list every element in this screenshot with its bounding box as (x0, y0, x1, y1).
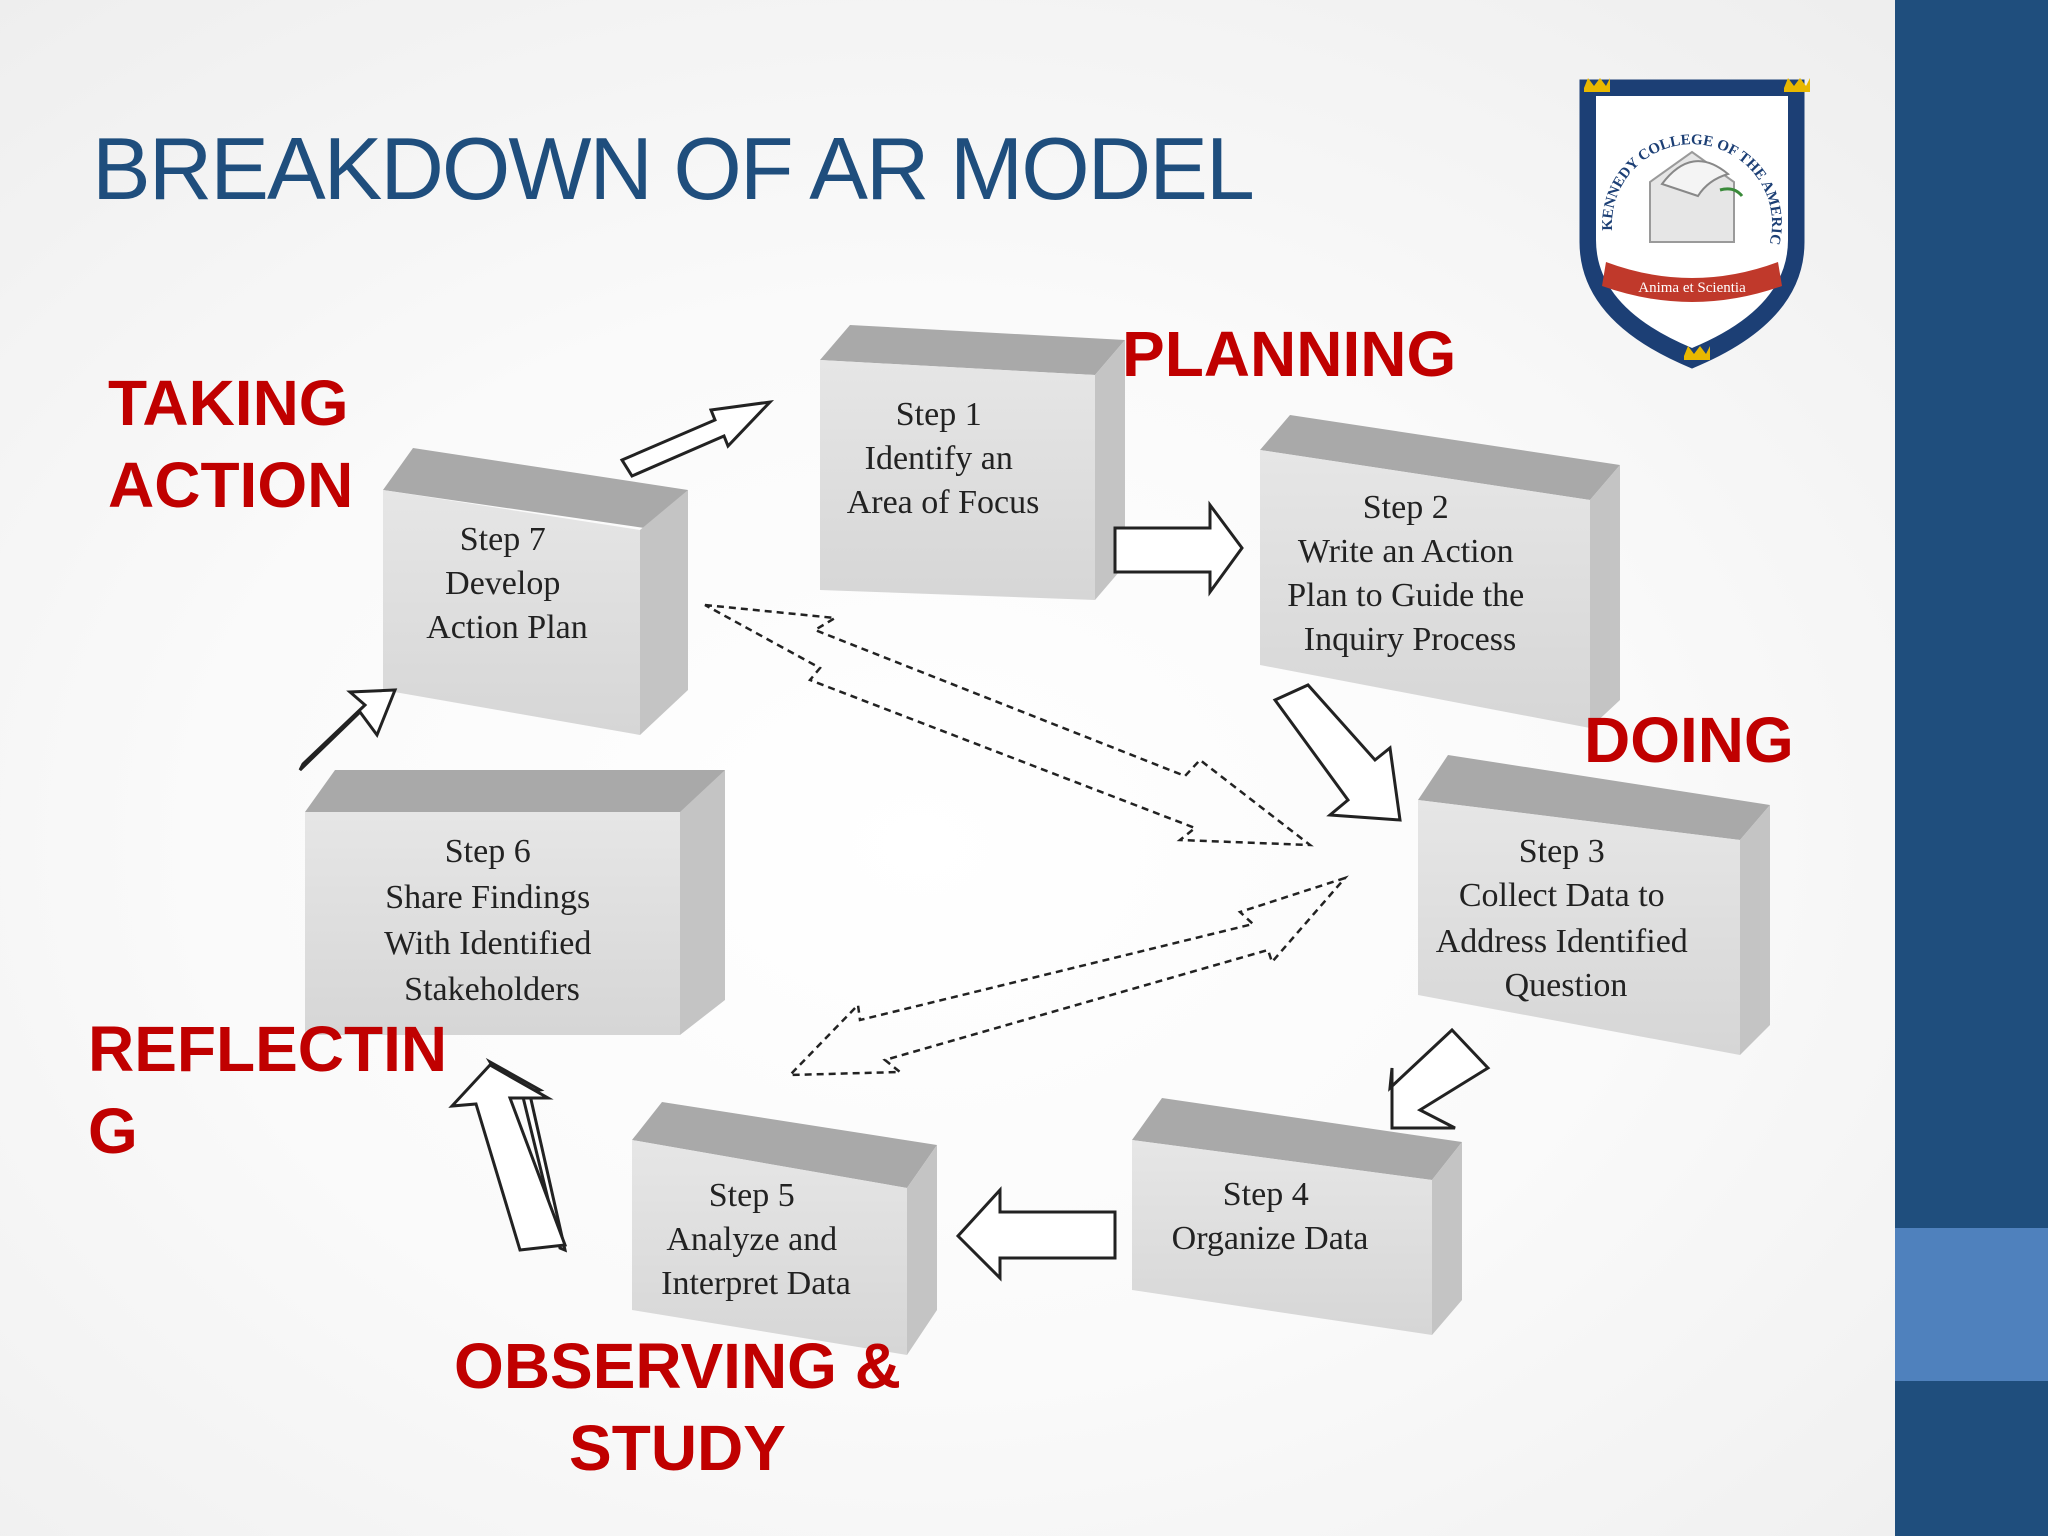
step-7-line-3: Action Plan (426, 609, 587, 646)
phase-doing-text: DOING (1584, 704, 1794, 776)
svg-text:Step 7 Develop: Step 7 Develop Action Plan (426, 521, 587, 646)
phase-reflecting-line-1: REFLECTIN (88, 1013, 448, 1085)
crown-icon (1684, 346, 1710, 360)
step-7-line-1: Step 7 (460, 521, 546, 558)
step-1-line-3: Area of Focus (847, 484, 1040, 521)
logo-motto: Anima et Scientia (1638, 280, 1746, 296)
phase-reflecting-line-2: G (88, 1095, 138, 1167)
phase-label-doing: DOING (1584, 699, 1794, 781)
step-6-line-4: Stakeholders (404, 971, 580, 1008)
phase-taking-line-1: TAKING (108, 367, 349, 439)
step-5-line-1: Step 5 (709, 1177, 795, 1214)
sidebar-accent-block (1895, 1228, 2048, 1381)
dove-icon (1660, 160, 1731, 198)
step-6-line-2: Share Findings (385, 879, 590, 916)
svg-text:Step 3 Collect Data to: Step 3 Collect Data to Address Identifie… (1436, 833, 1697, 1004)
step-3-line-1: Step 3 (1519, 833, 1605, 870)
arrow-step2-to-step3 (1272, 683, 1402, 822)
step-1-box: Step 1 Identify an Area of Focus (820, 325, 1125, 600)
arrow-step3-to-step4 (1388, 1027, 1491, 1130)
dashed-arrow-step3-step5 (786, 875, 1349, 1077)
step-2-line-4: Inquiry Process (1304, 621, 1516, 658)
step-1-line-1: Step 1 (896, 396, 982, 433)
crown-icon (1784, 78, 1810, 92)
phase-observing-line-1: OBSERVING & (454, 1330, 901, 1402)
step-4-box: Step 4 Organize Data (1132, 1098, 1462, 1335)
svg-text:Step 5 Analyze and: Step 5 Analyze and Interpret Data (661, 1177, 851, 1302)
crown-icon (1584, 78, 1610, 92)
phase-taking-line-2: ACTION (108, 449, 354, 521)
college-logo: KENNEDY COLLEGE OF THE AMERICAS Anima et… (1570, 72, 1810, 369)
step-2-line-3: Plan to Guide the (1287, 577, 1524, 614)
step-3-line-3: Address Identified (1436, 923, 1688, 960)
svg-text:Step 1 Identify an: Step 1 Identify an Area of Focus (847, 396, 1040, 521)
dashed-arrow-step7-step3 (704, 603, 1314, 847)
step-6-line-1: Step 6 (445, 833, 531, 870)
step-1-line-2: Identify an (865, 440, 1013, 477)
step-6-line-3: With Identified (384, 925, 591, 962)
step-5-box: Step 5 Analyze and Interpret Data (632, 1102, 937, 1355)
arrow-step5-to-step6-body (448, 1063, 568, 1252)
svg-text:Step 6 Share Findings: Step 6 Share Findings With Identified St… (384, 833, 600, 1008)
step-5-line-2: Analyze and (666, 1221, 837, 1258)
phase-label-reflecting: REFLECTIN G (88, 1008, 447, 1172)
phase-label-planning: PLANNING (1122, 313, 1456, 395)
svg-text:Step 2 Write an Action: Step 2 Write an Action Plan to Guide the… (1287, 489, 1533, 658)
step-3-line-2: Collect Data to (1459, 877, 1665, 914)
step-5-line-3: Interpret Data (661, 1265, 851, 1302)
step-4-line-2: Organize Data (1172, 1220, 1369, 1257)
step-2-line-2: Write an Action (1298, 533, 1514, 570)
step-7-box: Step 7 Develop Action Plan (383, 448, 688, 735)
step-7-line-2: Develop (445, 565, 560, 602)
phase-label-taking-action: TAKING ACTION (108, 362, 353, 526)
step-3-box: Step 3 Collect Data to Address Identifie… (1418, 755, 1770, 1055)
arrow-step1-to-step2 (1113, 500, 1244, 597)
arrow-step7-to-step1 (619, 399, 775, 478)
phase-label-observing: OBSERVING & STUDY (440, 1325, 915, 1489)
arrow-step4-to-step5 (955, 1186, 1117, 1282)
arrow-step6-to-step7 (298, 688, 398, 772)
svg-text:Step 4 Organize Data: Step 4 Organize Data (1172, 1176, 1369, 1257)
phase-planning-text: PLANNING (1122, 318, 1457, 390)
phase-observing-line-2: STUDY (569, 1412, 786, 1484)
step-2-line-1: Step 2 (1363, 489, 1449, 526)
step-3-line-4: Question (1505, 967, 1628, 1004)
step-2-box: Step 2 Write an Action Plan to Guide the… (1260, 415, 1620, 728)
step-4-line-1: Step 4 (1223, 1176, 1309, 1213)
step-6-box: Step 6 Share Findings With Identified St… (305, 770, 725, 1035)
slide-title: BREAKDOWN OF AR MODEL (92, 119, 1255, 218)
